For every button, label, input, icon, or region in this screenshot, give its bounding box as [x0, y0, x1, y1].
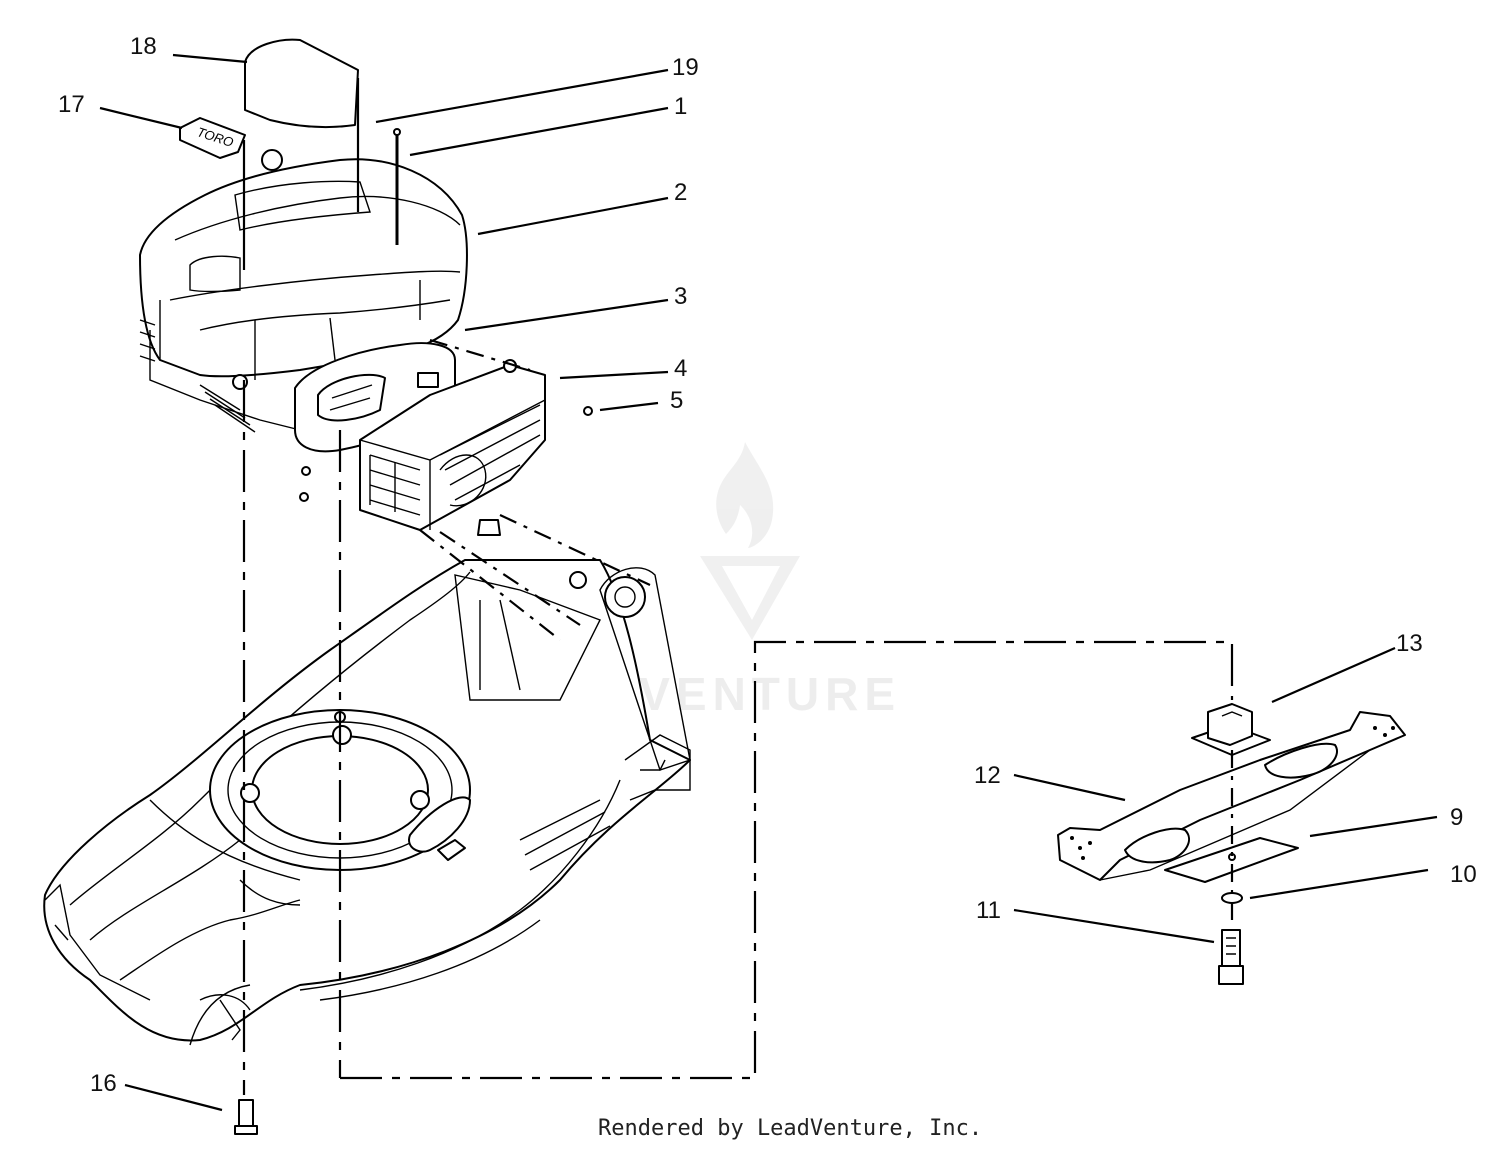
callout-13: 13 [1396, 630, 1423, 657]
callout-12: 12 [974, 762, 1001, 789]
phantom-lines [242, 78, 1234, 1095]
muffler-guard [299, 359, 593, 536]
callout-17: 17 [58, 91, 85, 118]
callout-3: 3 [674, 283, 687, 310]
bolt-16 [234, 1099, 258, 1135]
leader-lines [99, 53, 1438, 1112]
callout-9: 9 [1450, 804, 1463, 831]
callout-4: 4 [674, 355, 687, 382]
callout-labels: 18 17 19 1 2 3 4 5 13 12 9 10 11 16 [58, 33, 1477, 1097]
screw-1 [393, 128, 401, 245]
callout-11: 11 [976, 897, 1001, 924]
toro-decal: TORO [179, 117, 246, 159]
callout-18: 18 [130, 33, 157, 60]
watermark-logo [700, 442, 800, 640]
callout-1: 1 [674, 93, 687, 120]
mower-deck [43, 559, 691, 1046]
callout-2: 2 [674, 179, 687, 206]
footer-credit: Rendered by LeadVenture, Inc. [598, 1116, 982, 1141]
decal-18 [244, 38, 359, 129]
callout-5: 5 [670, 387, 683, 414]
callout-10: 10 [1450, 861, 1477, 888]
callout-16: 16 [90, 1070, 117, 1097]
callout-19: 19 [672, 54, 699, 81]
